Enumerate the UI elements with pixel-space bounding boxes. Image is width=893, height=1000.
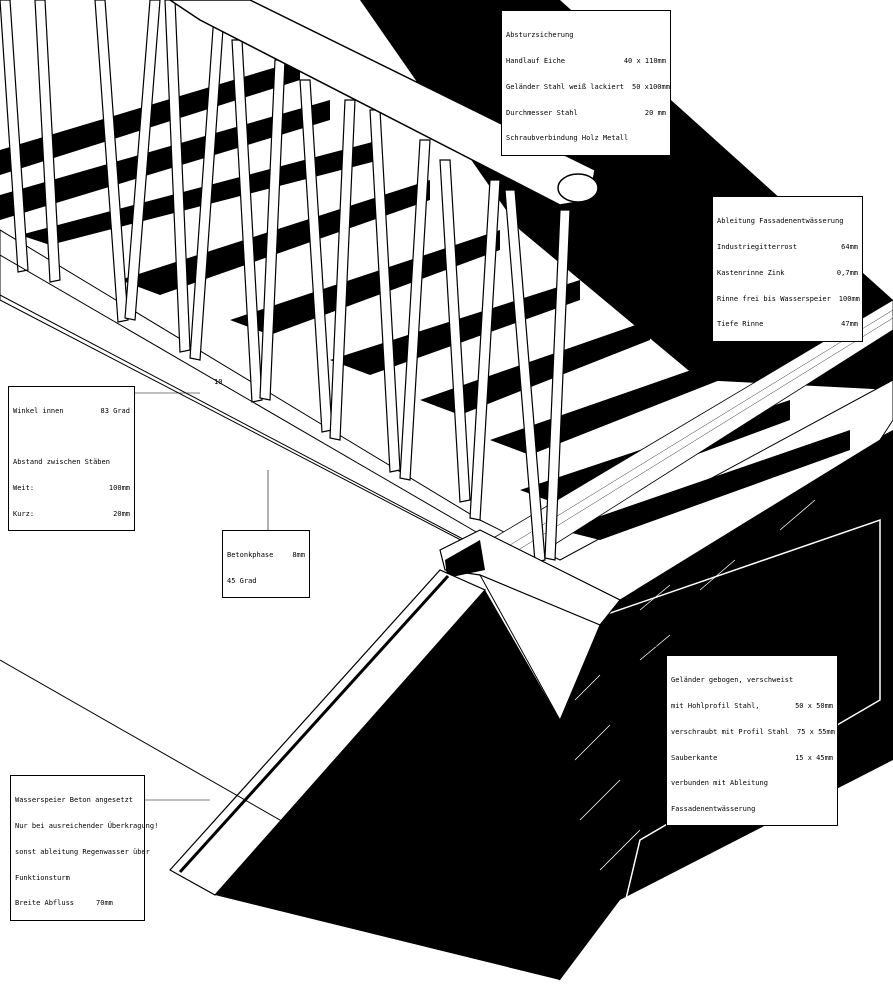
spout-channel	[178, 574, 450, 874]
note-gelaender-row: mit Hohlprofil Stahl,50 x 50mm	[671, 701, 833, 710]
note-wasserspeier-line: Nur bei ausreichender Überkragung!	[15, 821, 159, 830]
note-gelaender-row: Geländer gebogen, verschweist	[671, 676, 794, 685]
ground-line	[0, 659, 561, 981]
note-wasserspeier-line: Wasserspeier Beton angesetzt	[15, 796, 134, 805]
note-ableitung: Ableitung Fassadenentwässerung Industrie…	[712, 196, 863, 342]
note-beton-line: 45 Grad	[227, 576, 257, 585]
note-wasserspeier-line: sonst ableitung Regenwasser über	[15, 847, 150, 856]
dimension-label: 10	[214, 378, 223, 386]
note-abstand-row: Weit:100mm	[13, 483, 130, 492]
note-gelaender-row: verbunden mit Ableitung	[671, 779, 768, 788]
pier-face	[478, 573, 601, 722]
note-wasserspeier-line: Funktionsturm	[15, 873, 70, 882]
railing-balusters	[0, 0, 571, 563]
gutter-hatch	[509, 309, 893, 553]
end-cap-hole	[445, 540, 485, 578]
note-absturz-row: Schraubverbindung Holz Metall	[506, 134, 629, 143]
handrail-end	[557, 173, 599, 203]
deck-edge-2	[0, 294, 481, 549]
note-absturz-title: Absturzsicherung	[506, 31, 574, 40]
wall-inner-frame	[589, 518, 881, 946]
leader-lines	[135, 55, 829, 801]
note-ableitung-title: Ableitung Fassadenentwässerung	[717, 217, 844, 226]
note-gelaender: Geländer gebogen, verschweist mit Hohlpr…	[666, 655, 838, 827]
note-abstand-row: Kurz:20mm	[13, 509, 130, 518]
spout-support	[215, 590, 560, 980]
note-gelaender-row: Fassadenentwässerung	[671, 805, 756, 814]
deck-edge-1	[0, 254, 491, 541]
note-abstand-heading: Abstand zwischen Stäben	[13, 458, 110, 467]
note-wasserspeier: Wasserspeier Beton angesetzt Nur bei aus…	[10, 775, 159, 921]
